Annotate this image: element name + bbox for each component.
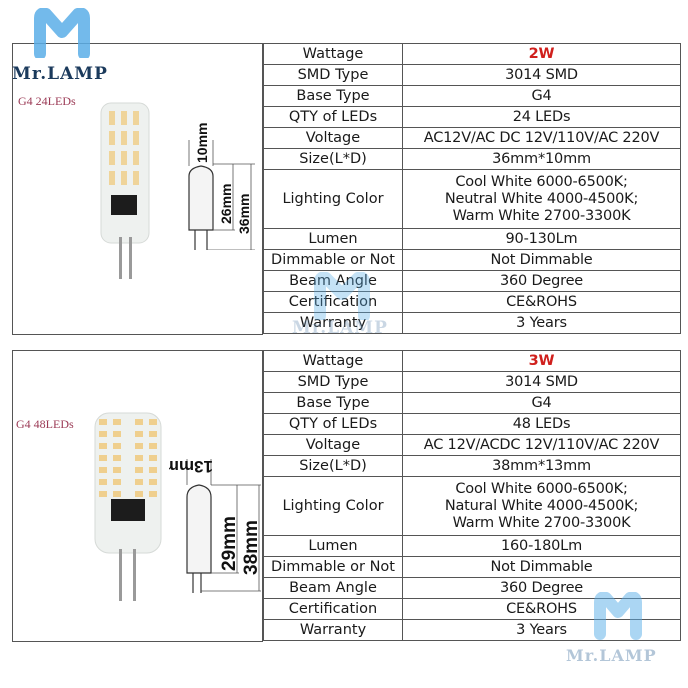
- spec-value: 48 LEDs: [402, 413, 681, 435]
- spec-value: Not Dimmable: [402, 249, 681, 271]
- spec-value: G4: [402, 392, 681, 414]
- spec-label: Voltage: [263, 127, 403, 149]
- spec-label: Certification: [263, 598, 403, 620]
- spec-value-line: Warm White 2700-3300K: [452, 514, 631, 531]
- spec-label: Lumen: [263, 228, 403, 250]
- spec-label: Base Type: [263, 85, 403, 107]
- spec-label: Voltage: [263, 434, 403, 456]
- brand-name: Mr.LAMP: [12, 64, 108, 84]
- spec-value-line: Warm White 2700-3300K: [452, 207, 631, 224]
- spec-value: 38mm*13mm: [402, 455, 681, 477]
- spec-value: AC12V/AC DC 12V/110V/AC 220V: [402, 127, 681, 149]
- spec-label: Lumen: [263, 535, 403, 557]
- spec-label: QTY of LEDs: [263, 413, 403, 435]
- body-dimension-label: 26mm: [218, 184, 234, 224]
- spec-value: 160-180Lm: [402, 535, 681, 557]
- spec-value: 3W: [402, 350, 681, 372]
- spec-value: 3014 SMD: [402, 371, 681, 393]
- spec-label: Lighting Color: [263, 476, 403, 536]
- spec-label: Size(L*D): [263, 148, 403, 170]
- brand-logo: Mr.LAMP: [12, 7, 112, 84]
- watermark-logo: Mr.LAMP: [292, 271, 392, 338]
- spec-value-line: Neutral White 4000-4500K;: [444, 190, 639, 207]
- spec-label: QTY of LEDs: [263, 106, 403, 128]
- spec-label: Dimmable or Not: [263, 556, 403, 578]
- product-image-panel-1: G4 24LEDs 10mm 26mm 36mm: [12, 43, 263, 335]
- spec-value: 24 LEDs: [402, 106, 681, 128]
- spec-value-line: Natural White 4000-4500K;: [444, 497, 639, 514]
- logo-m-icon: [34, 7, 90, 60]
- led-bulb-image: [100, 102, 150, 279]
- spec-row: Size(L*D)38mm*13mm: [263, 455, 681, 477]
- spec-value-line: Cool White 6000-6500K;: [455, 173, 628, 190]
- spec-label: Wattage: [263, 43, 403, 65]
- body-dimension-label: 29mm: [219, 516, 240, 571]
- spec-label: SMD Type: [263, 64, 403, 86]
- spec-label: SMD Type: [263, 371, 403, 393]
- spec-value: 90-130Lm: [402, 228, 681, 250]
- watermark-brand-name: Mr.LAMP: [566, 646, 657, 665]
- spec-value: 2W: [402, 43, 681, 65]
- spec-value: Cool White 6000-6500K;Natural White 4000…: [402, 476, 681, 536]
- watermark-logo-bottom: Mr.LAMP: [566, 591, 666, 665]
- spec-value: AC 12V/ACDC 12V/110V/AC 220V: [402, 434, 681, 456]
- spec-label: Wattage: [263, 350, 403, 372]
- spec-value: 3 Years: [402, 312, 681, 334]
- spec-label: Warranty: [263, 619, 403, 641]
- product-label: G4 48LEDs: [16, 417, 74, 431]
- total-dimension-label: 38mm: [241, 520, 262, 575]
- logo-m-icon: [314, 271, 370, 322]
- spec-value: CE&ROHS: [402, 291, 681, 313]
- width-dimension-label: 10mm: [194, 123, 210, 163]
- product-image-panel-2: G4 48LEDs 13mm 29mm 38mm: [12, 350, 263, 642]
- spec-label: Base Type: [263, 392, 403, 414]
- spec-label: Dimmable or Not: [263, 249, 403, 271]
- spec-label: Beam Angle: [263, 577, 403, 599]
- watermark-brand-name: Mr.LAMP: [292, 318, 388, 338]
- spec-row: Size(L*D)36mm*10mm: [263, 148, 681, 170]
- spec-label: Lighting Color: [263, 169, 403, 229]
- width-dimension-label: 13mm: [169, 457, 213, 476]
- spec-value: Cool White 6000-6500K;Neutral White 4000…: [402, 169, 681, 229]
- logo-m-icon: [594, 591, 642, 640]
- spec-value: 3014 SMD: [402, 64, 681, 86]
- spec-value: 3 Years: [402, 619, 681, 641]
- spec-label: Certification: [263, 291, 403, 313]
- spec-label: Warranty: [263, 312, 403, 334]
- dimension-diagram: 10mm 26mm 36mm: [188, 123, 255, 250]
- product-label: G4 24LEDs: [18, 94, 76, 108]
- spec-value: G4: [402, 85, 681, 107]
- spec-label: Beam Angle: [263, 270, 403, 292]
- led-bulb-image: [94, 412, 162, 601]
- spec-value: Not Dimmable: [402, 556, 681, 578]
- total-dimension-label: 36mm: [236, 194, 252, 234]
- spec-value: 36mm*10mm: [402, 148, 681, 170]
- spec-label: Size(L*D): [263, 455, 403, 477]
- spec-value: 360 Degree: [402, 270, 681, 292]
- spec-value-line: Cool White 6000-6500K;: [455, 480, 628, 497]
- dimension-diagram: 13mm 29mm 38mm: [169, 457, 262, 593]
